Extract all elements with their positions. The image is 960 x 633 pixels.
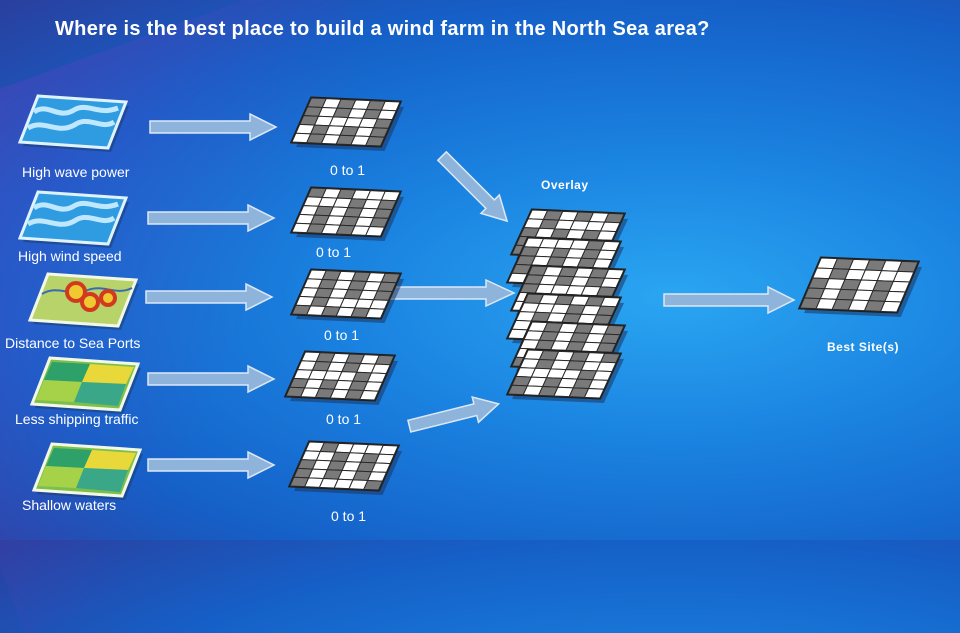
arrow-right-icon bbox=[377, 278, 516, 308]
criterion-label: Shallow waters bbox=[22, 497, 117, 513]
scale-label: 0 to 1 bbox=[324, 327, 360, 343]
criterion-label: Distance to Sea Ports bbox=[5, 335, 141, 351]
arrow-right-icon bbox=[147, 450, 276, 480]
input-grid bbox=[287, 440, 402, 495]
input-grid bbox=[289, 96, 404, 151]
result-grid bbox=[797, 256, 922, 317]
arrow-right-icon bbox=[663, 285, 796, 315]
arrow-right-icon bbox=[147, 203, 276, 233]
arrow-diagonal-icon bbox=[407, 396, 501, 433]
wave-map-icon bbox=[18, 94, 129, 152]
criterion-label: Less shipping traffic bbox=[15, 411, 139, 427]
arrow-diagonal-icon bbox=[436, 150, 509, 223]
wave-map-icon bbox=[18, 190, 129, 248]
scale-label: 0 to 1 bbox=[316, 244, 352, 260]
scale-label: 0 to 1 bbox=[330, 162, 366, 178]
input-grid bbox=[283, 350, 398, 405]
criterion-label: High wave power bbox=[22, 164, 130, 180]
result-label: Best Site(s) bbox=[827, 340, 900, 354]
input-grid bbox=[289, 268, 404, 323]
arrow-right-icon bbox=[147, 364, 276, 394]
overlay-label: Overlay bbox=[541, 178, 589, 192]
scale-label: 0 to 1 bbox=[326, 411, 362, 427]
arrow-right-icon bbox=[149, 112, 278, 142]
heat-map-icon bbox=[30, 356, 141, 414]
input-grid bbox=[289, 186, 404, 241]
ports-map-icon bbox=[28, 272, 139, 330]
heat-map-icon bbox=[32, 442, 143, 500]
scale-label: 0 to 1 bbox=[331, 508, 367, 524]
criterion-label: High wind speed bbox=[18, 248, 122, 264]
overlay-stack-grid bbox=[505, 348, 624, 403]
arrow-right-icon bbox=[145, 282, 274, 312]
page-title: Where is the best place to build a wind … bbox=[55, 18, 710, 40]
